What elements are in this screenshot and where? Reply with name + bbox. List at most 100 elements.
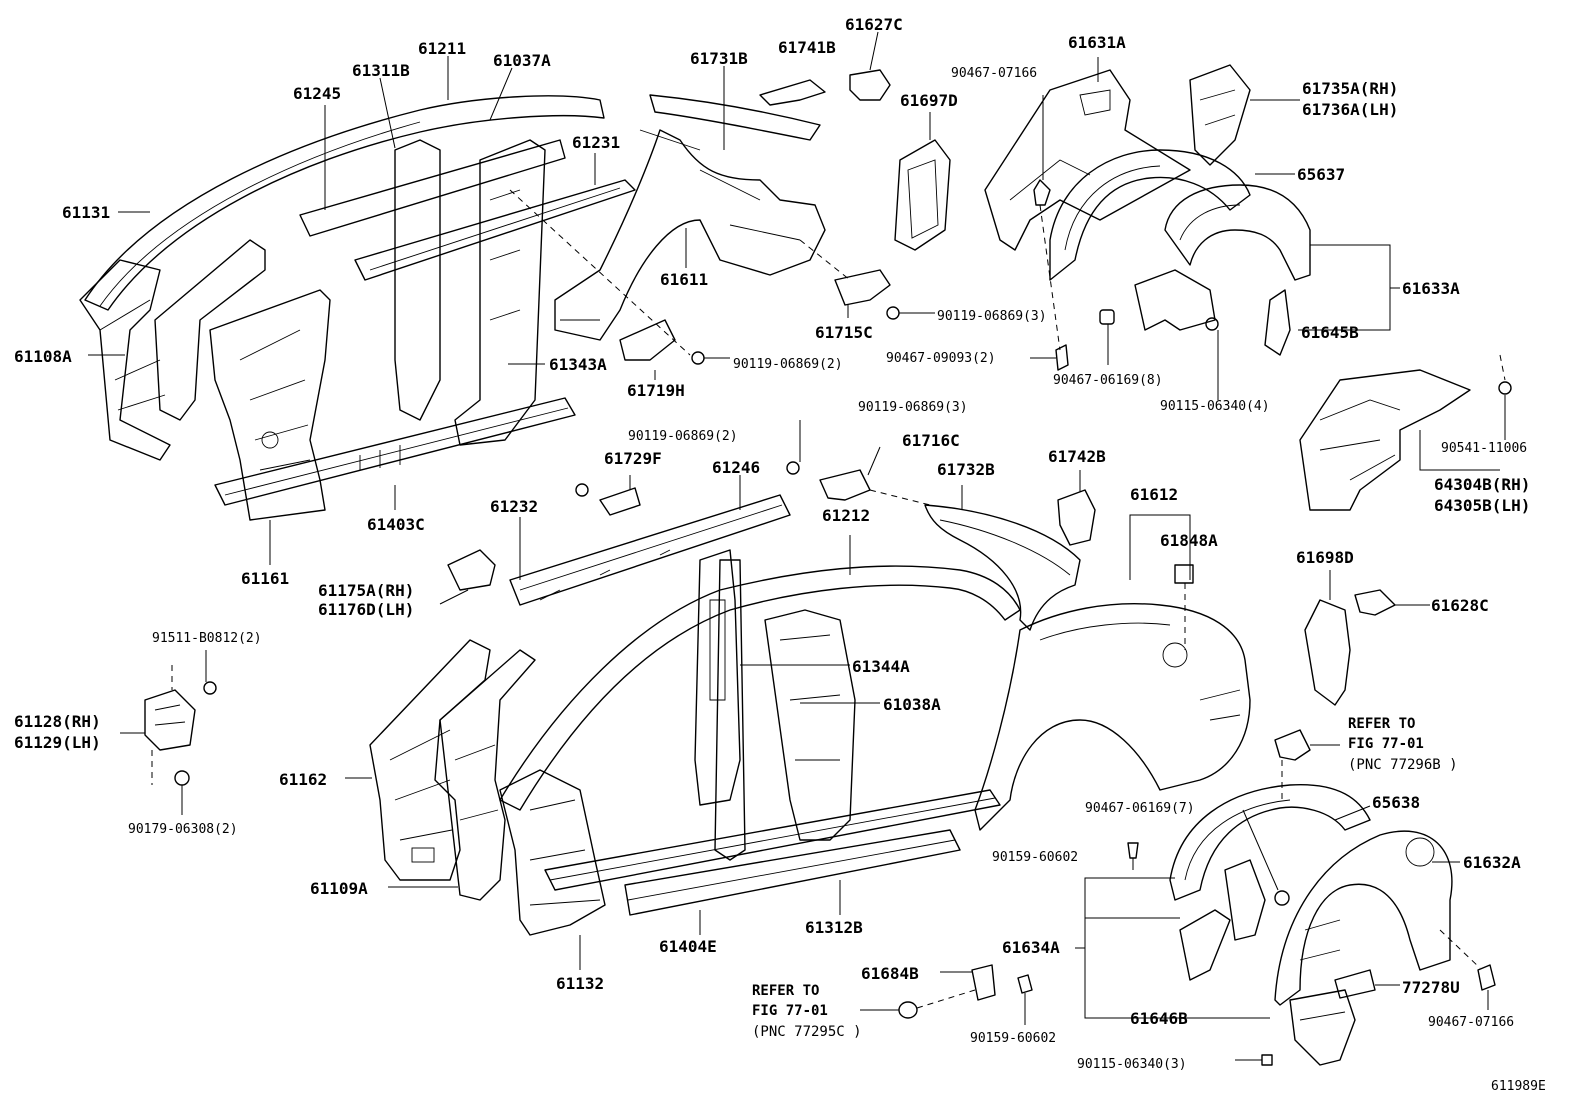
- refer-to-a-pnc: (PNC 77296B ): [1348, 757, 1458, 773]
- label-61343A: 61343A: [549, 355, 607, 374]
- label-61403C: 61403C: [367, 515, 425, 534]
- label-61161: 61161: [241, 569, 289, 588]
- roof-side-rail-61246: [509, 475, 791, 606]
- rear-quarter-outer-61732B: [924, 485, 1081, 631]
- front-pillar-outer: [79, 259, 171, 461]
- label-90119-06869-2a: 90119-06869(2): [733, 357, 843, 372]
- refer-to-b-pnc: (PNC 77295C ): [752, 1024, 862, 1040]
- front-pillar-outer-61132: [499, 769, 606, 970]
- label-61131: 61131: [62, 203, 110, 222]
- clips-upper-right: [1030, 95, 1219, 400]
- quarter-panel-61612: [974, 514, 1251, 831]
- label-61741B: 61741B: [778, 38, 836, 57]
- bracket-61741B: [759, 79, 826, 106]
- wheel-house-61632A: [1274, 830, 1460, 1006]
- quarter-inner-panel: [554, 66, 826, 341]
- label-61646B: 61646B: [1130, 1009, 1188, 1028]
- label-61632A: 61632A: [1463, 853, 1521, 872]
- label-90541-11006: 90541-11006: [1441, 441, 1527, 456]
- label-65638: 65638: [1372, 793, 1420, 812]
- splash-shield-61646B: [1289, 989, 1356, 1066]
- label-61108A: 61108A: [14, 347, 72, 366]
- label-90115-06340-4: 90115-06340(4): [1160, 399, 1270, 414]
- label-61848A: 61848A: [1160, 531, 1218, 550]
- label-90119-06869-3a: 90119-06869(3): [937, 309, 1047, 324]
- label-61645B: 61645B: [1301, 323, 1359, 342]
- label-61132: 61132: [556, 974, 604, 993]
- clip-61848A: [1174, 564, 1194, 650]
- rocker-panel-inner: [214, 397, 576, 506]
- refer-to-b-line1: REFER TO: [752, 983, 819, 999]
- refer-to-b-line2: FIG 77-01: [752, 1003, 828, 1019]
- label-65637: 65637: [1297, 165, 1345, 184]
- label-90159-60602a: 90159-60602: [992, 850, 1078, 865]
- refer-to-a-line1: REFER TO: [1348, 716, 1415, 732]
- fastener-leads-center: [704, 312, 935, 359]
- label-61732B: 61732B: [937, 460, 995, 479]
- bracket-61742B: [1057, 470, 1096, 546]
- label-61634A: 61634A: [1002, 938, 1060, 957]
- label-61037A: 61037A: [493, 51, 551, 70]
- leads-upper-left: [88, 56, 691, 565]
- label-90467-09093: 90467-09093(2): [886, 351, 996, 366]
- label-61698D: 61698D: [1296, 548, 1354, 567]
- panel-64304B: [1299, 354, 1512, 511]
- label-61312B: 61312B: [805, 918, 863, 937]
- rocker-panel-61312B: [624, 829, 961, 935]
- bracket-61684B: [860, 964, 1033, 1025]
- clips-lower-right: [1127, 809, 1496, 1066]
- label-61232: 61232: [490, 497, 538, 516]
- center-pillar-inner: [394, 139, 546, 446]
- label-61697D: 61697D: [900, 91, 958, 110]
- roof-side-rail-outer: [84, 95, 605, 311]
- wheel-house-outer-61631A: [984, 57, 1191, 251]
- label-61109A: 61109A: [310, 879, 368, 898]
- label-61715C: 61715C: [815, 323, 873, 342]
- fender-liner-65638: [1169, 784, 1371, 901]
- label-90179-06308: 90179-06308(2): [128, 822, 238, 837]
- label-61735A-rh: 61735A(RH): [1302, 79, 1398, 98]
- label-61162: 61162: [279, 770, 327, 789]
- label-61684B: 61684B: [861, 964, 919, 983]
- label-61628C: 61628C: [1431, 596, 1489, 615]
- label-64304B-rh: 64304B(RH): [1434, 475, 1530, 494]
- bracket-61729F: [575, 475, 641, 516]
- hinge-61128: [120, 650, 217, 815]
- label-77278U: 77278U: [1402, 978, 1460, 997]
- label-90119-06869-3b: 90119-06869(3): [858, 400, 968, 415]
- clip-77296B: [1274, 729, 1340, 800]
- diagram-id: 611989E: [1491, 1079, 1546, 1094]
- bracket-61735A: [1189, 64, 1300, 166]
- label-61611: 61611: [660, 270, 708, 289]
- label-61231: 61231: [572, 133, 620, 152]
- rocker-outer-61404E: [544, 789, 1001, 891]
- label-61631A: 61631A: [1068, 33, 1126, 52]
- label-61736A-lh: 61736A(LH): [1302, 100, 1398, 119]
- label-90159-60602b: 90159-60602: [970, 1031, 1056, 1046]
- label-61246: 61246: [712, 458, 760, 477]
- wheel-house-inner-61634A: [1075, 859, 1270, 1019]
- front-body-pillar-61162: [345, 639, 491, 881]
- label-61612: 61612: [1130, 485, 1178, 504]
- label-61742B: 61742B: [1048, 447, 1106, 466]
- insulator-61697D: [894, 112, 951, 251]
- label-61311B: 61311B: [352, 61, 410, 80]
- label-61719H: 61719H: [627, 381, 685, 400]
- label-90467-06169-7: 90467-06169(7): [1085, 801, 1195, 816]
- label-91511-B0812: 91511-B0812(2): [152, 631, 262, 646]
- label-64305B-lh: 64305B(LH): [1434, 496, 1530, 515]
- bracket-61175A: [439, 549, 496, 605]
- label-90467-07166b: 90467-07166: [1428, 1015, 1514, 1030]
- label-61212: 61212: [822, 506, 870, 525]
- side-outer-panel-61212: [499, 535, 1021, 861]
- label-90467-06169-8: 90467-06169(8): [1053, 373, 1163, 388]
- wheel-house-inner-61633A: [1134, 184, 1400, 331]
- front-pillar-inner-61109A: [388, 649, 536, 901]
- label-61344A: 61344A: [852, 657, 910, 676]
- label-61128-rh: 61128(RH): [14, 712, 101, 731]
- label-61731B: 61731B: [690, 49, 748, 68]
- label-90467-07166a: 90467-07166: [951, 66, 1037, 81]
- label-61211: 61211: [418, 39, 466, 58]
- label-61729F: 61729F: [604, 449, 662, 468]
- label-61633A: 61633A: [1402, 279, 1460, 298]
